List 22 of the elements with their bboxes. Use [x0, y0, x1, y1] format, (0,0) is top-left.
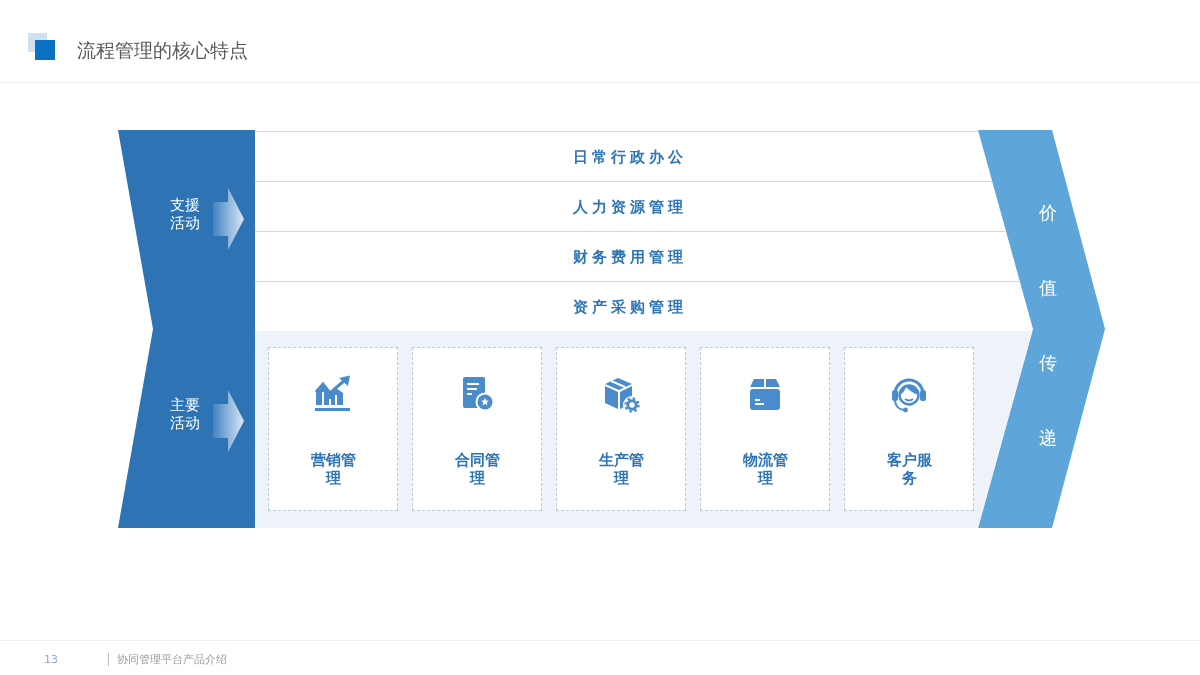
row-label: 资产采购管理	[572, 296, 687, 317]
card-label: 客户服务	[886, 451, 932, 487]
row-label: 人力资源管理	[572, 196, 687, 217]
footer-text: 协同管理平台产品介绍	[117, 652, 227, 667]
vertical-label: 价值传递	[1039, 201, 1057, 450]
page-number: 13	[44, 652, 58, 667]
card	[844, 347, 974, 511]
card-label: 物流管理	[742, 451, 788, 487]
card	[556, 347, 686, 511]
band-label: 支援活动	[170, 196, 201, 232]
notched-band	[118, 130, 255, 528]
row-label: 日常行政办公	[572, 146, 687, 167]
row-label: 财务费用管理	[572, 246, 687, 267]
page-title: 流程管理的核心特点	[77, 38, 248, 63]
card-label: 合同管理	[454, 451, 500, 487]
card	[700, 347, 830, 511]
card	[412, 347, 542, 511]
card-label: 营销管理	[310, 451, 356, 487]
card-label: 生产管理	[598, 451, 644, 487]
card	[268, 347, 398, 511]
chevron-arrow	[978, 130, 1105, 528]
band-label: 主要活动	[170, 396, 201, 432]
